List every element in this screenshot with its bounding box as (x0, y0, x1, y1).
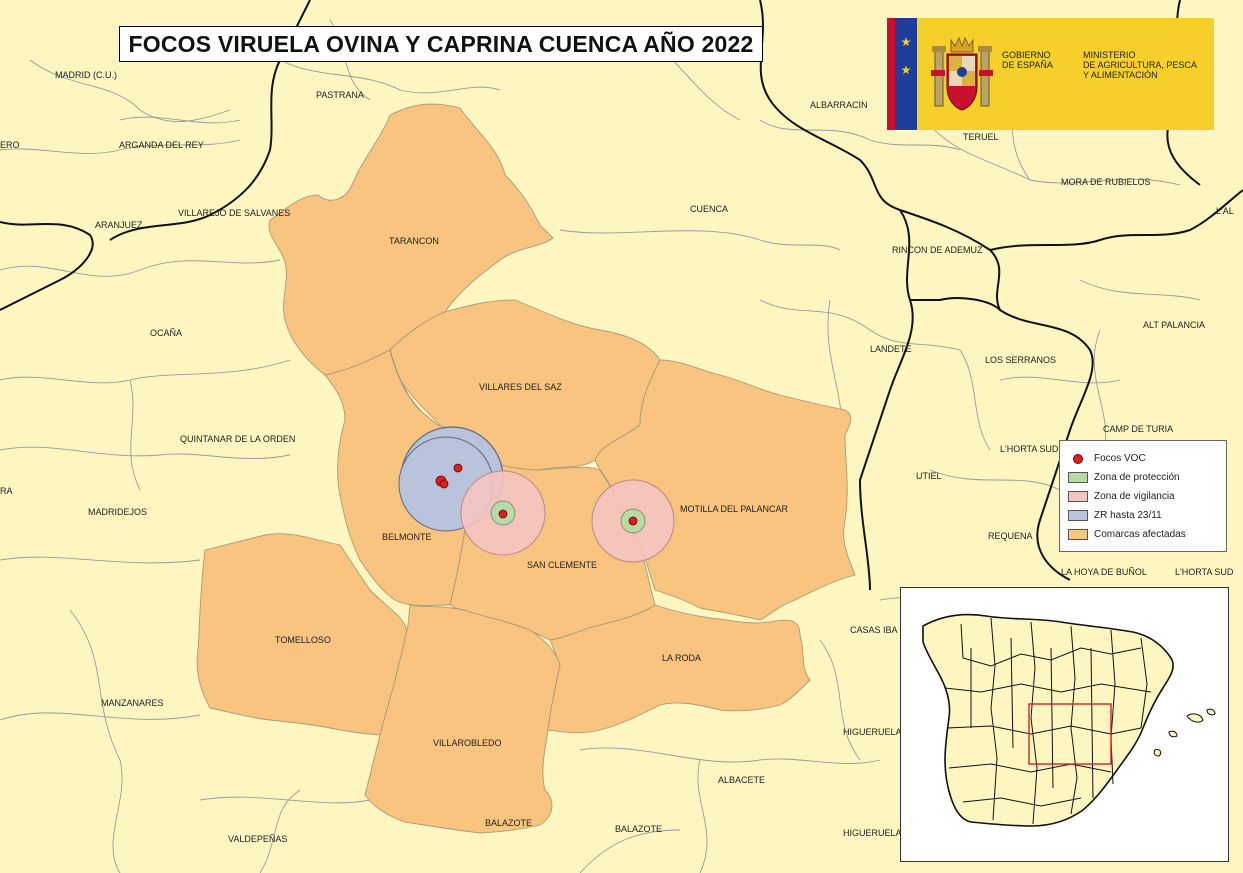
place-label: MADRID (C.U.) (55, 70, 117, 80)
place-label: ARANJUEZ (95, 220, 143, 230)
place-label: VILLAREJO DE SALVANES (178, 208, 290, 218)
comarca-la-roda (547, 604, 811, 734)
comarca-boundaries (0, 19, 1201, 873)
comarca-label: VILLARES DEL SAZ (479, 382, 562, 392)
place-label: RA (0, 486, 13, 496)
gobierno-label: GOBIERNO DE ESPAÑA (1002, 50, 1053, 70)
outbreak-zones (398, 426, 675, 563)
legend-label: Zona de protección (1094, 472, 1180, 483)
place-label: ALT PALANCIA (1143, 320, 1205, 330)
place-label: ALBARRACIN (810, 100, 868, 110)
svg-text:★: ★ (901, 35, 912, 49)
baleares-icon (1186, 713, 1204, 723)
place-label: ARGANDA DEL REY (119, 140, 204, 150)
place-label: HIGUERUELA (843, 727, 902, 737)
place-label: BALAZOTE (485, 818, 532, 828)
place-label: LA HOYA DE BUÑOL (1061, 567, 1147, 577)
spain-inset-svg (901, 588, 1228, 861)
place-labels: MADRID (C.U.) PASTRANA ALBARRACIN TERUEL… (0, 70, 1234, 844)
spain-mainland (922, 613, 1174, 827)
outbreak-points (435, 463, 638, 526)
government-logo: ★ ★ GOBIERNO DE ESPAÑA MINISTERIO DE AGR… (887, 18, 1214, 130)
outbreak-dot (498, 509, 508, 519)
comarca-label: VILLAROBLEDO (433, 738, 502, 748)
legend-item-foci: Focos VOC (1068, 449, 1220, 468)
legend-label: Zona de vigilancia (1094, 491, 1175, 502)
legend-item-zr: ZR hasta 23/11 (1068, 506, 1220, 525)
outbreak-dot (453, 463, 463, 473)
place-label: L'HORTA SUD (1175, 567, 1234, 577)
comarca-label: MOTILLA DEL PALANCAR (680, 504, 789, 514)
legend-label: Comarcas afectadas (1094, 529, 1186, 540)
comarca-label: LA RODA (662, 653, 701, 663)
comarca-motilla (594, 359, 856, 621)
legend-item-protection: Zona de protección (1068, 468, 1220, 487)
inset-focus-frame (1028, 703, 1112, 765)
inset-map (900, 587, 1229, 862)
affected-labels: TARANCON VILLARES DEL SAZ BELMONTE SAN C… (275, 236, 789, 748)
baleares-icon (1153, 749, 1162, 757)
place-label: OCAÑA (150, 328, 182, 338)
outbreak-dot (439, 479, 449, 489)
map-title-box: FOCOS VIRUELA OVINA Y CAPRINA CUENCA AÑO… (119, 26, 763, 62)
legend-swatch (1068, 510, 1088, 521)
ministerio-label: MINISTERIO DE AGRICULTURA, PESCA Y ALIME… (1083, 50, 1197, 80)
place-label: TERUEL (963, 132, 999, 142)
legend: Focos VOC Zona de protección Zona de vig… (1059, 440, 1227, 552)
eu-flag-strip: ★ ★ (887, 18, 917, 130)
legend-swatch (1068, 529, 1088, 540)
place-label: VALDEPEÑAS (228, 834, 287, 844)
comarca-label: TOMELLOSO (275, 635, 331, 645)
coat-of-arms-icon (931, 37, 993, 111)
map-title: FOCOS VIRUELA OVINA Y CAPRINA CUENCA AÑO… (128, 30, 754, 57)
outbreak-dot (628, 516, 638, 526)
comarca-villarobledo (364, 604, 561, 834)
legend-swatch (1068, 491, 1088, 502)
place-label: ALBACETE (718, 775, 765, 785)
place-label: REQUENA (988, 531, 1033, 541)
place-label: CUENCA (690, 204, 728, 214)
legend-swatch (1068, 472, 1088, 483)
baleares-icon (1168, 730, 1178, 738)
place-label: CASAS IBA (850, 625, 898, 635)
place-label: PASTRANA (316, 90, 364, 100)
place-label: UTIEL (916, 471, 942, 481)
legend-item-affected: Comarcas afectadas (1068, 525, 1220, 544)
place-label: RINCON DE ADEMUZ (892, 245, 983, 255)
legend-item-surveillance: Zona de vigilancia (1068, 487, 1220, 506)
comarca-label: BELMONTE (382, 532, 432, 542)
legend-label: Focos VOC (1094, 453, 1146, 464)
baleares-icon (1206, 708, 1216, 716)
svg-text:★: ★ (901, 63, 912, 77)
foci-icon (1068, 453, 1088, 464)
place-label: BALAZOTE (615, 824, 662, 834)
place-label: QUINTANAR DE LA ORDEN (180, 434, 295, 444)
place-label: MORA DE RUBIELOS (1061, 177, 1151, 187)
place-label: MADRIDEJOS (88, 507, 147, 517)
place-label: LOS SERRANOS (985, 355, 1056, 365)
place-label: MANZANARES (101, 698, 164, 708)
place-label: L'AL (1216, 206, 1234, 216)
comarca-label: SAN CLEMENTE (527, 560, 597, 570)
place-label: HIGUERUELA (843, 828, 902, 838)
place-label: CAMP DE TURIA (1103, 424, 1173, 434)
place-label: ERO (0, 140, 20, 150)
legend-label: ZR hasta 23/11 (1094, 510, 1162, 521)
comarca-label: TARANCON (389, 236, 439, 246)
place-label: LANDETE (870, 344, 912, 354)
place-label: L'HORTA SUD (1000, 444, 1059, 454)
